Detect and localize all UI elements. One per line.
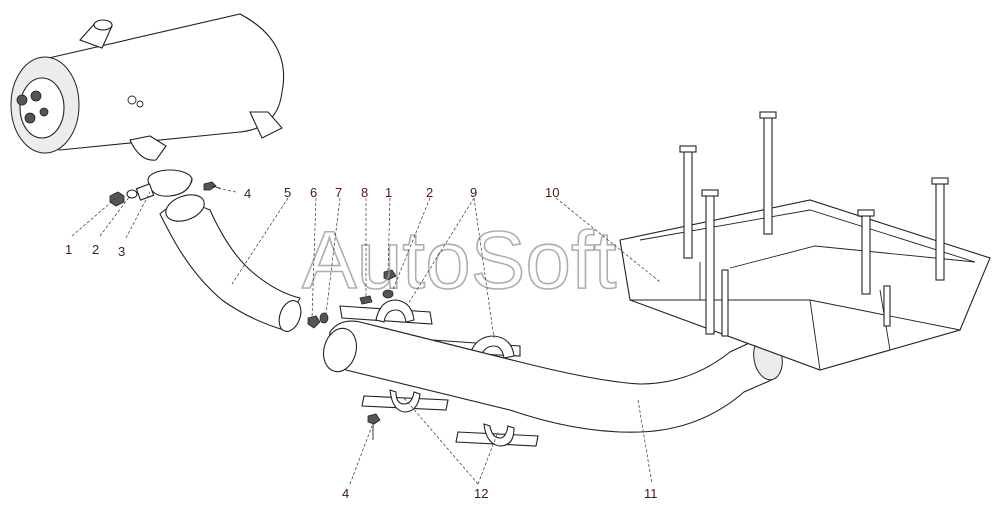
leader-lines: [71, 187, 661, 485]
callout-12: 12: [474, 486, 488, 501]
callout-2-left: 2: [92, 242, 99, 257]
callout-11: 11: [644, 486, 658, 501]
callout-9: 9: [470, 185, 477, 200]
callout-3: 3: [118, 244, 125, 259]
bolt-8: [359, 295, 373, 305]
callout-7: 7: [335, 185, 342, 200]
watermark: AutoSoft: [302, 215, 617, 306]
muffler: [10, 13, 285, 161]
washer-2-right: [382, 289, 394, 299]
nut-1-left: [109, 191, 125, 207]
nut-6: [307, 315, 321, 329]
clamp-3: [135, 169, 193, 201]
callout-1-left: 1: [65, 242, 72, 257]
pipe-11: [322, 320, 783, 433]
callout-2-right: 2: [426, 185, 433, 200]
callout-1-right: 1: [385, 185, 392, 200]
callout-8: 8: [361, 185, 368, 200]
nut-1-right: [383, 269, 397, 281]
callouts: 1 2 3 4 5 6 7 8 1 2 9 10 4 12 11: [65, 185, 658, 501]
bolt-4-bottom: [367, 413, 381, 440]
washer-2-left: [126, 189, 138, 199]
callout-6: 6: [310, 185, 317, 200]
washer-7: [319, 312, 329, 324]
pipe-5: [159, 194, 302, 332]
callout-10: 10: [545, 185, 559, 200]
callout-4-top: 4: [244, 186, 251, 201]
bolt-4-top: [203, 181, 221, 191]
callout-5: 5: [284, 185, 291, 200]
exhaust-box-10: [619, 111, 991, 371]
callout-4-bottom: 4: [342, 486, 349, 501]
